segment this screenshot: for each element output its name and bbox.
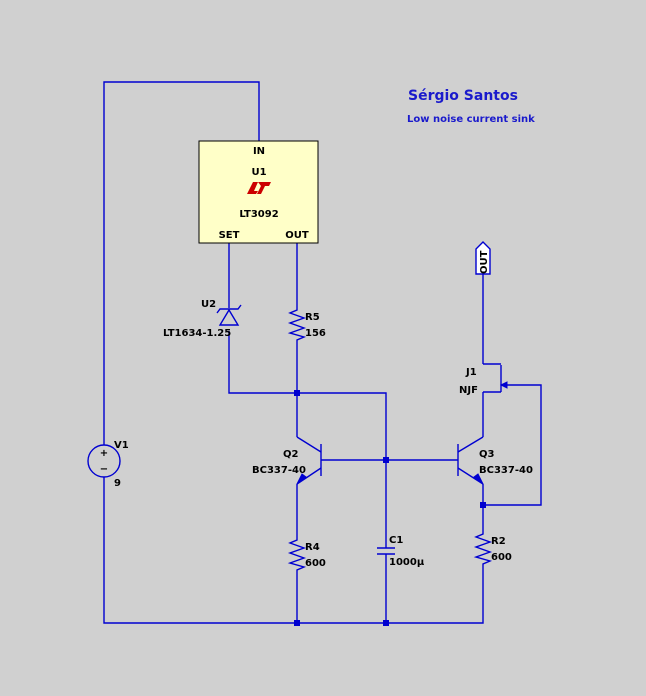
- junction-dot: [383, 457, 389, 463]
- v1-plus: +: [100, 448, 108, 459]
- u1-pin-in: IN: [253, 146, 265, 157]
- r2-value: 600: [491, 552, 512, 563]
- q3-name: Q3: [479, 449, 495, 460]
- resistor-r4[interactable]: R4 600: [287, 536, 326, 572]
- u2-part: LT1634-1.25: [163, 328, 231, 339]
- v1-name: V1: [114, 440, 129, 451]
- wires: [103, 81, 542, 624]
- q2-collector: [296, 436, 322, 453]
- resistor-zigzag-icon: [287, 306, 307, 342]
- u1-part: LT3092: [239, 209, 278, 220]
- c1-value: 1000µ: [389, 557, 425, 568]
- voltage-source-v1[interactable]: + − V1 9: [87, 440, 129, 489]
- u2-name: U2: [201, 299, 216, 310]
- reference-u2[interactable]: U2 LT1634-1.25: [163, 299, 242, 339]
- r5-name: R5: [305, 312, 320, 323]
- ic-u1[interactable]: IN U1 LT3092 SET OUT: [198, 140, 319, 244]
- transistor-q3[interactable]: Q3 BC337-40: [457, 436, 533, 485]
- u1-name: U1: [251, 167, 266, 178]
- q2-name: Q2: [283, 449, 299, 460]
- out-port[interactable]: OUT: [475, 241, 491, 275]
- junctions: [294, 390, 486, 626]
- junction-dot: [294, 390, 300, 396]
- resistor-r2[interactable]: R2 600: [473, 530, 512, 576]
- transistor-q2[interactable]: Q2 BC337-40: [252, 436, 322, 485]
- q3-part: BC337-40: [479, 465, 533, 476]
- voltage-source-icon: [87, 444, 121, 478]
- diode-triangle-icon: [218, 308, 240, 326]
- wire-supply-top: [103, 81, 260, 445]
- author-title: Sérgio Santos: [408, 88, 518, 104]
- c1-name: C1: [389, 535, 403, 546]
- r2-name: R2: [491, 536, 506, 547]
- jfet-j1[interactable]: J1 NJF: [459, 363, 508, 396]
- j1-part: NJF: [459, 385, 478, 396]
- resistor-zigzag-icon: [287, 536, 307, 572]
- wire-ref-node: [228, 331, 387, 540]
- capacitor-c1[interactable]: C1 1000µ: [377, 535, 425, 568]
- u1-pin-out: OUT: [285, 230, 309, 241]
- gate-arrow-icon: [499, 381, 508, 389]
- resistor-zigzag-icon: [473, 530, 493, 576]
- junction-dot: [480, 502, 486, 508]
- r4-value: 600: [305, 558, 326, 569]
- emitter-arrow-icon: [296, 473, 307, 485]
- q2-part: BC337-40: [252, 465, 306, 476]
- junction-dot: [294, 620, 300, 626]
- out-port-label: OUT: [479, 250, 490, 274]
- resistor-r5[interactable]: R5 156: [287, 306, 326, 342]
- wire-ground-rail: [103, 477, 484, 624]
- emitter-arrow-icon: [473, 473, 484, 485]
- port-flag-icon: [475, 241, 491, 275]
- v1-value: 9: [114, 478, 121, 489]
- v1-minus: −: [100, 464, 108, 475]
- zener-bar-icon: [216, 304, 242, 314]
- j1-name: J1: [465, 367, 477, 378]
- q3-collector: [457, 436, 484, 453]
- wire-j1-gate: [483, 384, 542, 506]
- schematic-subtitle: Low noise current sink: [407, 114, 535, 125]
- junction-dot: [383, 620, 389, 626]
- r4-name: R4: [305, 542, 320, 553]
- linear-tech-logo-icon: [247, 182, 271, 194]
- r5-value: 156: [305, 328, 326, 339]
- u1-pin-set: SET: [219, 230, 240, 241]
